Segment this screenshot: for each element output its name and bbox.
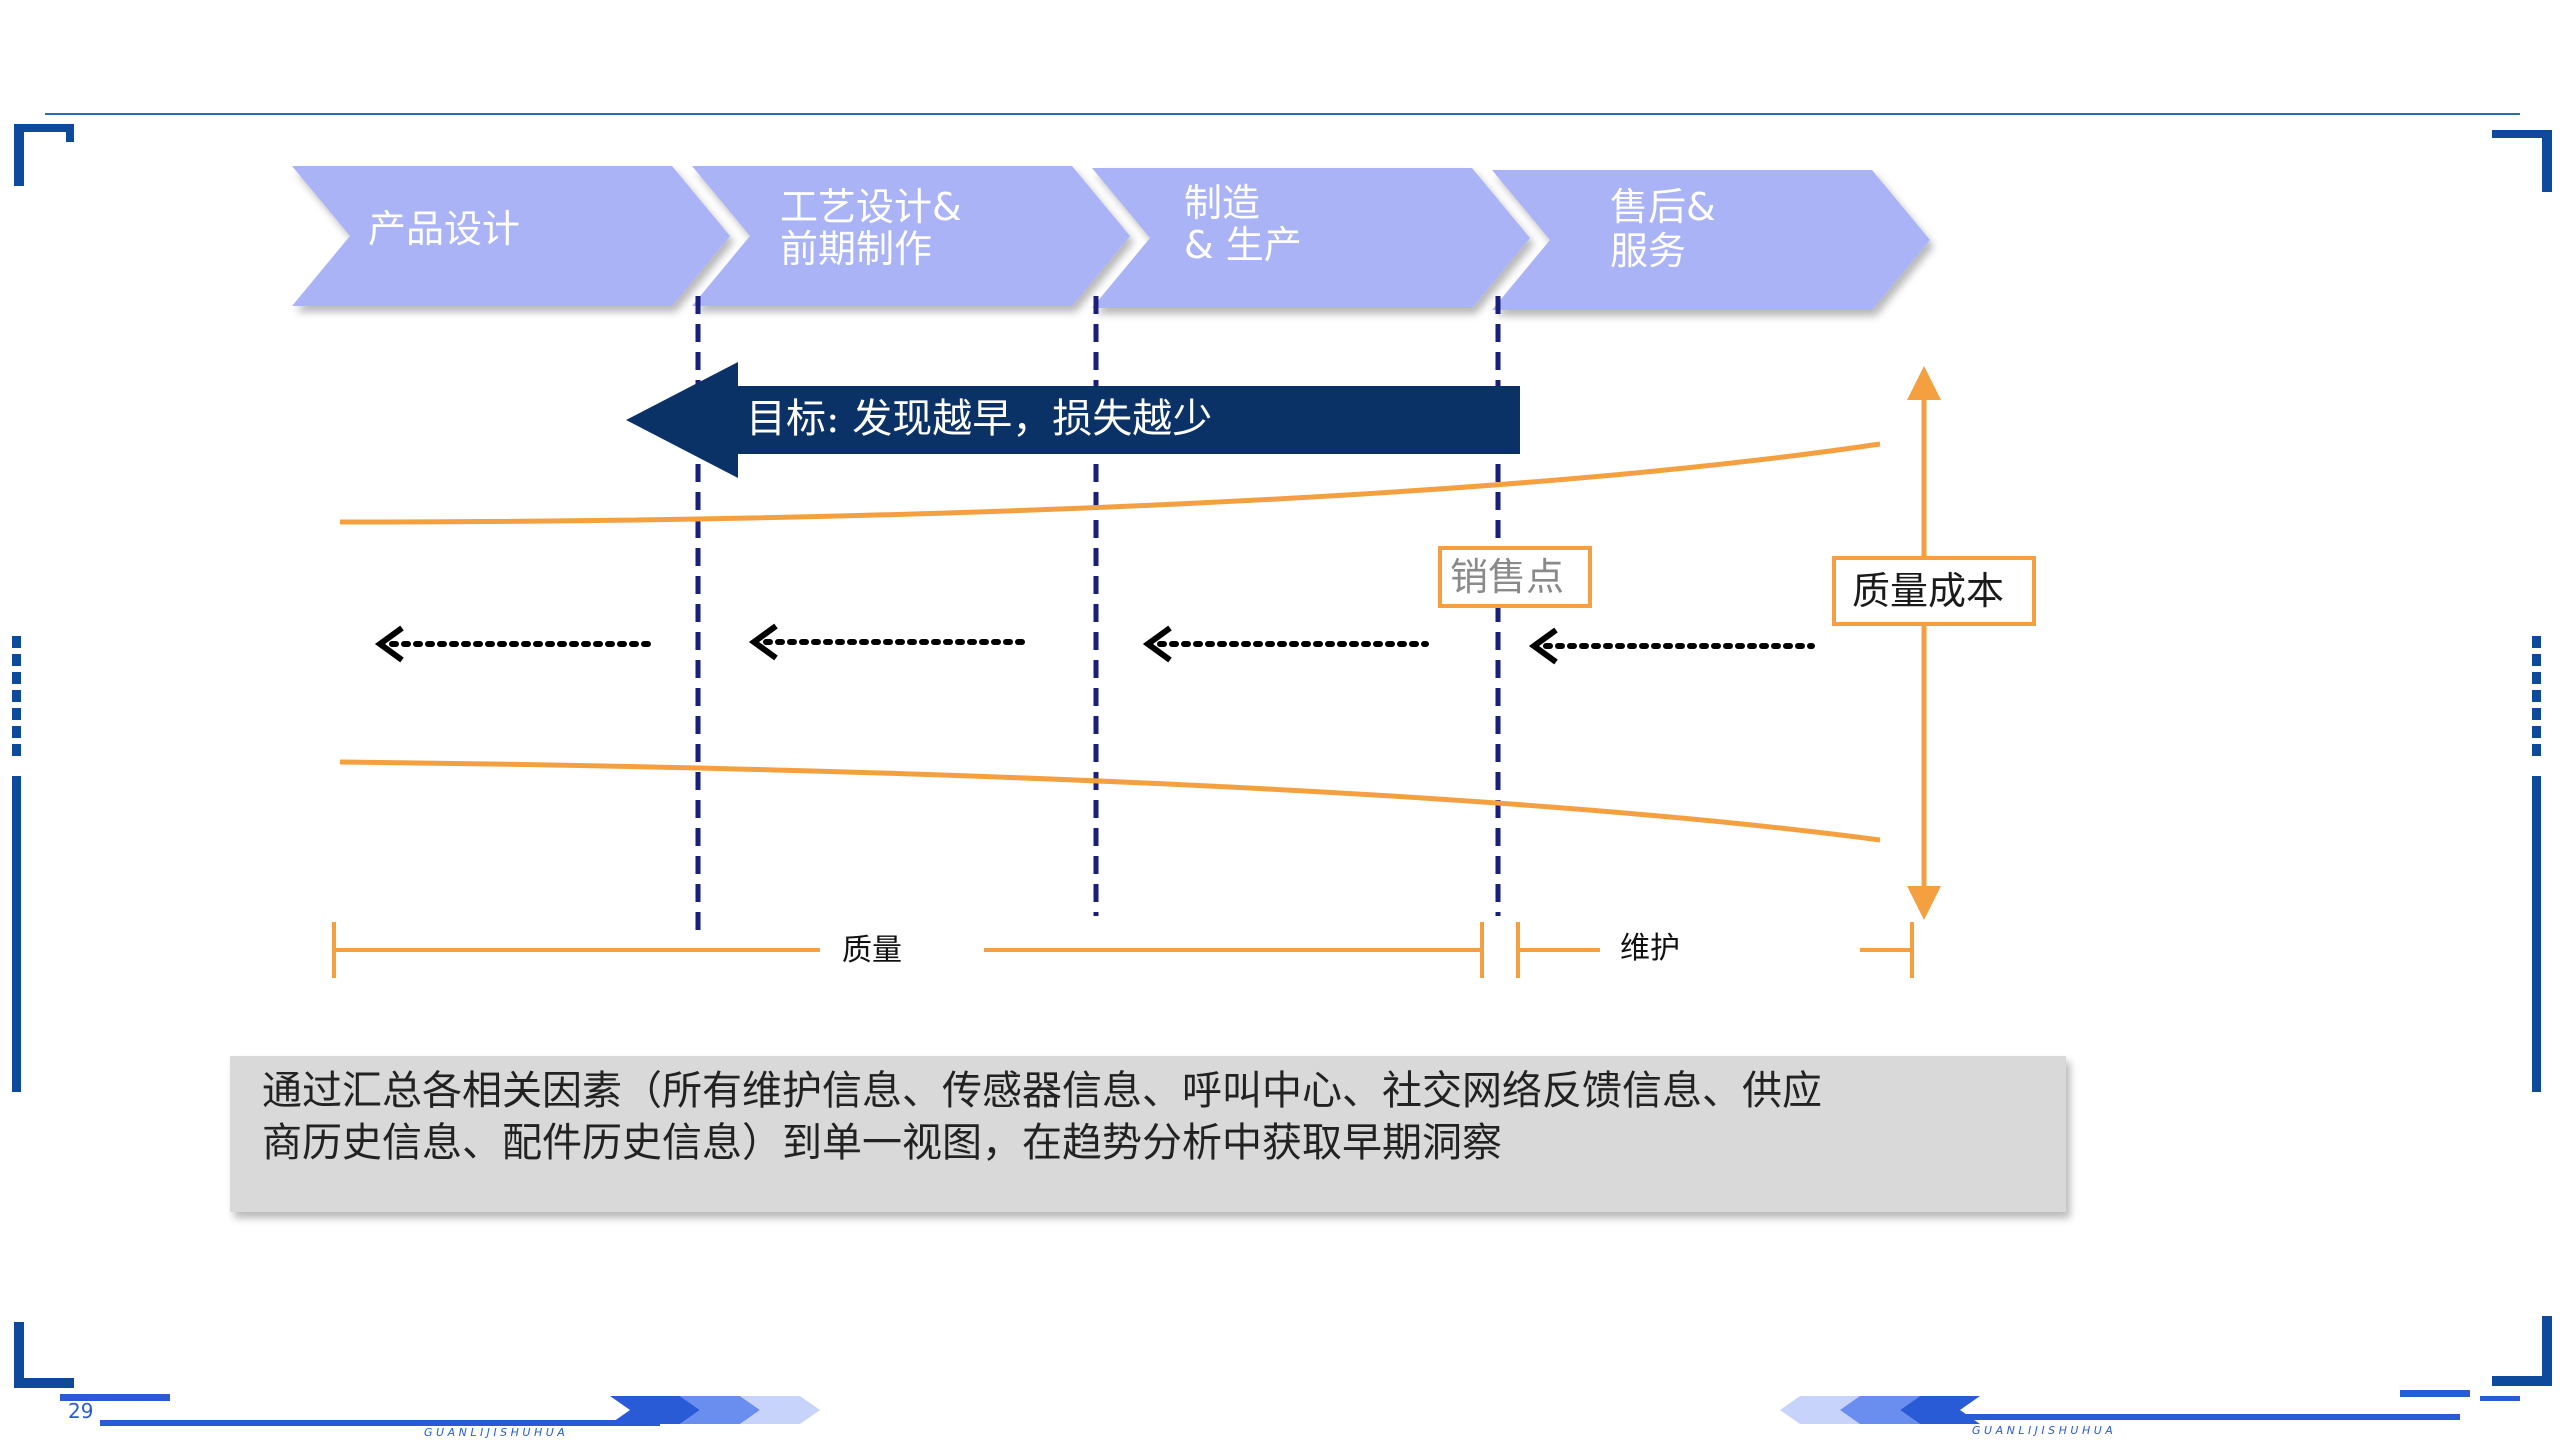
process-chevron-process-design — [692, 166, 1130, 306]
summary-text-line2: 商历史信息、配件历史信息）到单一视图，在趋势分析中获取早期洞察 — [262, 1120, 1502, 1166]
dotted-arrow-4 — [1528, 627, 1815, 665]
dotted-arrow-1 — [374, 625, 659, 663]
left-side-stripes — [12, 636, 21, 1092]
timeline-quality-label: 质量 — [842, 933, 902, 968]
footer-right-decoration — [1780, 1390, 2520, 1424]
quality-cost-arrow-down — [1907, 886, 1941, 920]
stage-label-product-design: 产品设计 — [368, 207, 520, 251]
stage-label-after-sales-line2: 服务 — [1610, 229, 1686, 273]
quality-cost-label: 质量成本 — [1852, 569, 2004, 613]
process-chevron-product-design — [292, 166, 730, 306]
stage-label-after-sales-line1: 售后& — [1610, 185, 1716, 229]
point-of-sale-box — [1438, 546, 1592, 608]
quality-cost-box — [1832, 556, 2036, 626]
quality-cost-lower-curve — [339, 759, 1881, 843]
right-side-stripes — [2532, 636, 2541, 1092]
stage-label-manufacturing-line1: 制造 — [1184, 181, 1260, 225]
timeline-maintenance-label: 维护 — [1620, 931, 1680, 966]
corner-bracket-bottom-left — [14, 1322, 74, 1388]
dotted-arrow-3 — [1142, 625, 1429, 663]
corner-bracket-bottom-right — [2492, 1316, 2552, 1386]
point-of-sale-label: 销售点 — [1450, 555, 1564, 599]
stage-label-process-design-line2: 前期制作 — [780, 227, 932, 271]
goal-arrow — [626, 362, 1520, 478]
process-chevron-manufacturing — [1092, 168, 1530, 308]
process-chevron-after-sales — [1492, 170, 1930, 310]
quality-cost-arrow-up — [1907, 366, 1941, 400]
stage-label-manufacturing-line2: & 生产 — [1184, 223, 1302, 267]
footer-left-decoration — [60, 1394, 820, 1426]
corner-bracket-top-right — [2492, 130, 2552, 192]
summary-text-line1: 通过汇总各相关因素（所有维护信息、传感器信息、呼叫中心、社交网络反馈信息、供应 — [262, 1068, 1822, 1114]
timeline-maintenance-span — [1516, 922, 1914, 978]
summary-box — [230, 1056, 2066, 1212]
footer-brand-right: G U A N L I J I S H U H U A — [1972, 1424, 2113, 1437]
dotted-arrow-2 — [748, 623, 1033, 661]
corner-bracket-top-left — [14, 124, 74, 186]
quality-cost-upper-curve — [339, 441, 1881, 525]
page-number: 29 — [68, 1399, 93, 1423]
goal-arrow-label: 目标: 发现越早，损失越少 — [746, 396, 1212, 442]
footer-brand-left: G U A N L I J I S H U H U A — [424, 1426, 565, 1439]
timeline-quality-span — [332, 922, 1484, 978]
stage-label-process-design-line1: 工艺设计& — [780, 185, 962, 229]
